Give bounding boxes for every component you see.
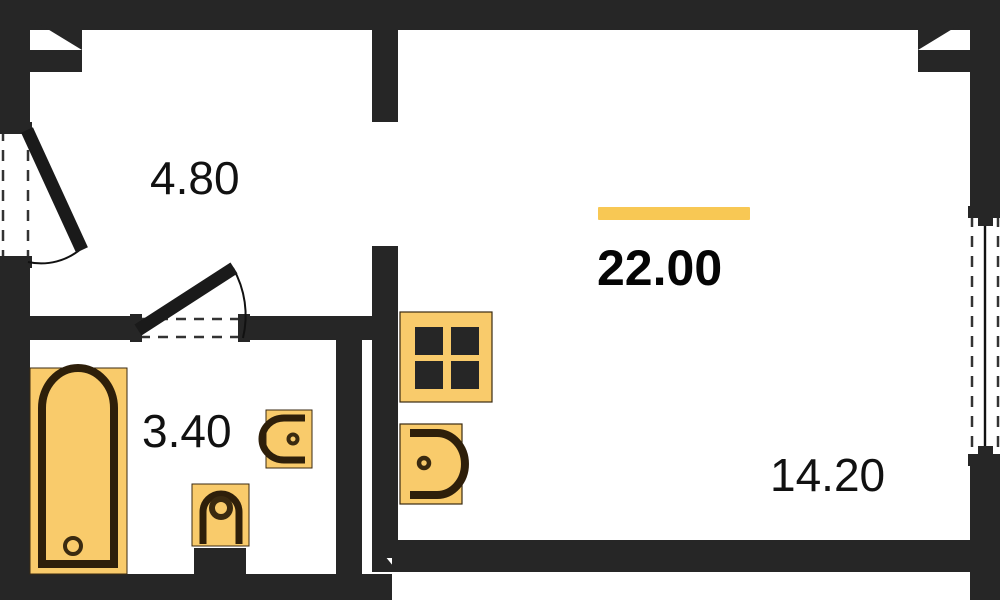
wall-bottom-left-chamfer	[0, 574, 30, 600]
entry-door-head-block	[0, 122, 32, 134]
wall-interior-horizontal-right	[244, 316, 396, 340]
wall-fin-top	[372, 30, 398, 122]
entry-door-leaf[interactable]	[21, 127, 88, 253]
toilet[interactable]	[191, 483, 250, 600]
wall-right-upper	[970, 0, 1000, 212]
stove[interactable]	[399, 311, 493, 403]
bathroom-sink-drain-icon	[286, 432, 300, 446]
bathroom-sink[interactable]	[258, 409, 313, 469]
wall-top-left-niche-chamfer-lower	[56, 50, 82, 72]
bathroom-door-jamb-left	[130, 314, 142, 342]
area-accent-bar	[598, 207, 750, 220]
wall-stub-bathroom-right	[336, 338, 362, 574]
bathtub-drain-icon	[63, 536, 83, 556]
area-label-living: 22.00	[597, 240, 723, 296]
stove-burner-bottom-left	[415, 361, 443, 389]
wall-bottom-right	[392, 540, 1000, 572]
dimension-label-living-width: 4.80	[150, 152, 240, 204]
bathroom-door-leaf[interactable]	[134, 262, 238, 336]
kitchen-sink-drain-icon	[416, 455, 432, 471]
bathtub[interactable]	[29, 364, 128, 575]
stove-burner-top-left	[415, 327, 443, 355]
wall-left-lower	[0, 262, 30, 600]
kitchen-sink-basin-outline	[410, 429, 469, 499]
wall-interior-vertical-foot-chamfer	[372, 540, 398, 572]
toilet-flush-icon	[209, 496, 233, 520]
right-window[interactable]	[968, 206, 1000, 466]
right-window-sill-nib	[978, 446, 993, 458]
entry-door-sill-block	[0, 256, 32, 268]
right-window-head-nib	[978, 214, 993, 226]
stove-burner-bottom-right	[451, 361, 479, 389]
bathroom-sink-basin-outline	[258, 414, 305, 464]
wall-interior-vertical	[372, 246, 398, 558]
bathroom-door[interactable]	[130, 262, 250, 342]
bathtub-inner-outline	[38, 364, 118, 568]
wall-interior-horizontal	[0, 316, 136, 340]
stove-burner-top-right	[451, 327, 479, 355]
entry-door-swing-arc	[27, 247, 83, 265]
entry-door-reveal	[0, 128, 30, 262]
dimension-label-bathroom-width: 3.40	[142, 405, 232, 457]
wall-bottom-right-chamfer	[970, 540, 1000, 570]
wall-right-lower	[970, 460, 1000, 600]
wall-left-upper	[0, 0, 30, 128]
kitchen-sink[interactable]	[399, 423, 469, 505]
toilet-bowl-outline	[199, 490, 243, 544]
toilet-tank	[194, 548, 246, 600]
entry-door[interactable]	[0, 122, 88, 268]
wall-top-right-niche-chamfer-lower	[918, 50, 944, 72]
wall-top	[0, 0, 1000, 30]
dimension-label-living-length: 14.20	[770, 449, 886, 501]
